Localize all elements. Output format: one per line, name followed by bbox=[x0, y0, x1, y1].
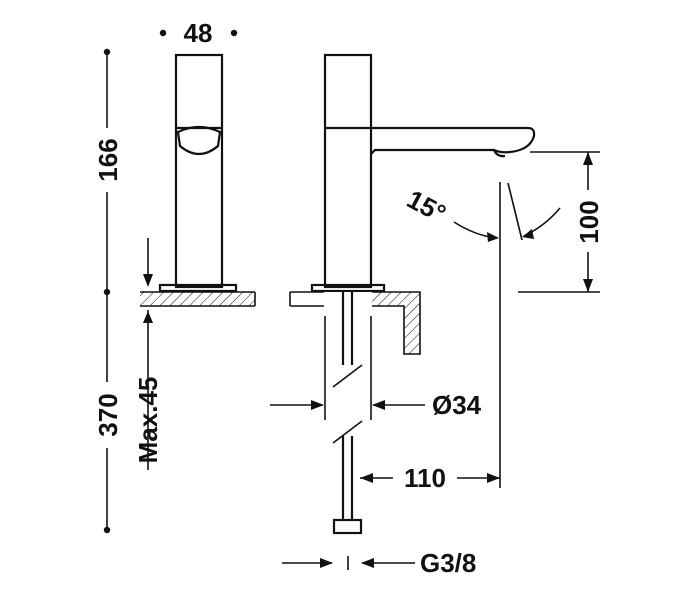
dim-height-370-label: 370 bbox=[93, 393, 123, 436]
dim-left-vertical: 166 370 bbox=[93, 48, 123, 534]
dim-spout-height: 100 bbox=[518, 151, 604, 293]
faucet-front-view bbox=[158, 53, 238, 293]
dim-reach: 110 bbox=[360, 182, 501, 493]
counter-side bbox=[289, 291, 421, 355]
dim-max45-label: Max.45 bbox=[133, 377, 163, 464]
dim-thread: G3/8 bbox=[282, 548, 476, 578]
dim-max45: Max.45 bbox=[133, 238, 163, 470]
supply-hose bbox=[324, 291, 372, 535]
dim-angle-label: 15° bbox=[402, 184, 451, 229]
counter-front bbox=[140, 291, 256, 307]
dim-angle: 15° bbox=[402, 182, 561, 242]
dim-thread-label: G3/8 bbox=[420, 548, 476, 578]
dim-diameter: Ø34 bbox=[270, 390, 482, 420]
faucet-side-view bbox=[310, 53, 536, 293]
dim-height-166-label: 166 bbox=[93, 138, 123, 181]
dim-spout-height-label: 100 bbox=[574, 200, 604, 243]
dim-width-label: 48 bbox=[184, 18, 213, 48]
dim-dot-left bbox=[159, 29, 167, 37]
dim-reach-label: 110 bbox=[404, 463, 446, 493]
dim-width-group: 48 bbox=[159, 18, 238, 48]
dim-dot-right bbox=[230, 29, 238, 37]
dim-diameter-label: Ø34 bbox=[432, 390, 482, 420]
